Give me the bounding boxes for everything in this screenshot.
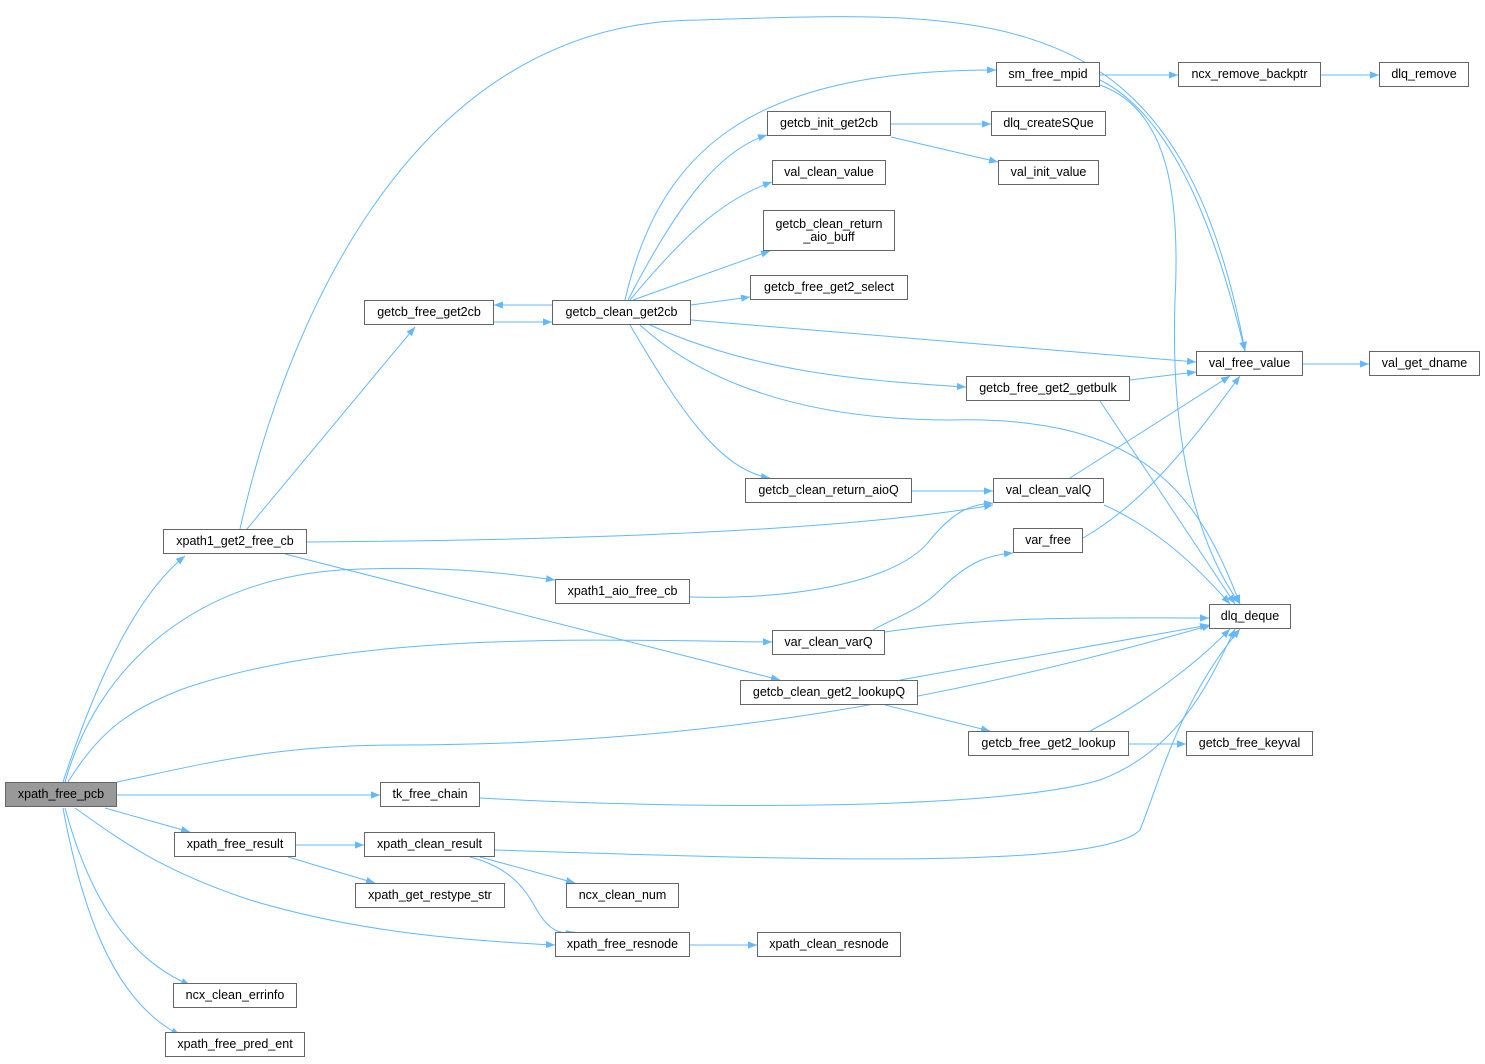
node-xpath-clean-resnode[interactable]: xpath_clean_resnode [757,932,901,957]
edge-getcb_clean_get2cb-to-sm_free_mpid [624,66,997,301]
edge-getcb_clean_get2_lookupQ-to-getcb_free_get2_lookup [884,704,991,733]
edge-val_clean_valQ-to-dlq_deque [1103,504,1231,605]
node-xpath-free-result[interactable]: xpath_free_result [174,832,296,857]
edge-xpath1_get2_free_cb-to-val_clean_valQ [306,503,994,543]
node-tk-free-chain[interactable]: tk_free_chain [380,782,480,807]
edge-xpath1_aio_free_cb-to-val_clean_valQ [689,500,994,598]
edge-tk_free_chain-to-dlq_deque [479,628,1236,806]
node-xpath1-aio-free-cb[interactable]: xpath1_aio_free_cb [555,579,690,604]
node-xpath1-get2-free-cb[interactable]: xpath1_get2_free_cb [163,529,307,554]
node-val-init-value[interactable]: val_init_value [998,160,1099,185]
node-getcb-free-get2cb[interactable]: getcb_free_get2cb [364,300,494,325]
edge-getcb_clean_get2cb-to-val_free_value [690,319,1197,365]
edge-xpath1_get2_free_cb-to-getcb_free_get2cb [246,326,416,530]
node-xpath-clean-result[interactable]: xpath_clean_result [364,832,495,857]
edge-getcb_clean_get2cb-to-getcb_free_get2_getbulk [649,324,967,391]
edge-xpath_free_pcb-to-xpath_free_result [104,807,191,834]
node-getcb-clean-get2cb[interactable]: getcb_clean_get2cb [552,300,691,325]
edge-val_clean_valQ-to-val_free_value [1069,375,1231,479]
node-dlq-createSQue[interactable]: dlq_createSQue [991,111,1106,136]
node-getcb-free-get2-lookup[interactable]: getcb_free_get2_lookup [968,731,1129,756]
edge-xpath_clean_result-to-dlq_deque [494,628,1241,860]
node-getcb-free-get2-getbulk[interactable]: getcb_free_get2_getbulk [966,376,1130,401]
edge-xpath_free_pcb-to-xpath1_get2_free_cb [62,555,186,783]
edge-xpath_free_pcb-to-ncx_clean_errinfo [64,807,191,986]
node-getcb-clean-return-aioQ[interactable]: getcb_clean_return_aioQ [745,478,912,503]
node-xpath-get-restype-str[interactable]: xpath_get_restype_str [355,883,505,908]
node-ncx-clean-num[interactable]: ncx_clean_num [566,883,679,908]
node-val-clean-value[interactable]: val_clean_value [772,160,886,185]
edge-xpath_free_pcb-to-var_clean_varQ [67,638,773,783]
node-getcb-clean-return-aio-buff[interactable]: getcb_clean_return _aio_buff [763,210,895,251]
edge-var_clean_varQ-to-var_free [872,550,1014,631]
edge-xpath_clean_result-to-ncx_clean_num [479,856,576,885]
node-getcb-clean-get2-lookupQ[interactable]: getcb_clean_get2_lookupQ [740,680,918,705]
edge-xpath_free_pcb-to-dlq_deque [116,624,1212,783]
edge-getcb_free_get2_getbulk-to-dlq_deque [1099,400,1236,605]
edge-xpath_free_pcb-to-xpath_free_pred_ent [62,807,181,1036]
edge-getcb_free_get2_lookup-to-dlq_deque [1089,628,1231,732]
edge-getcb_clean_get2_lookupQ-to-dlq_deque [899,623,1210,681]
edge-var_clean_varQ-to-dlq_deque [884,614,1210,633]
edge-sm_free_mpid-to-dlq_deque [1099,84,1241,605]
edge-getcb_clean_get2cb-to-dlq_deque [639,324,1241,605]
node-xpath-free-pred-ent[interactable]: xpath_free_pred_ent [165,1032,305,1057]
node-dlq-deque[interactable]: dlq_deque [1209,604,1291,629]
node-dlq-remove[interactable]: dlq_remove [1379,62,1469,87]
node-var-clean-varQ[interactable]: var_clean_varQ [772,630,885,655]
edge-getcb_init_get2cb-to-val_init_value [890,136,999,164]
edge-getcb_clean_get2cb-to-getcb_init_get2cb [627,134,768,301]
edge-xpath1_get2_free_cb-to-val_free_value [239,16,1247,530]
edge-xpath1_get2_free_cb-to-getcb_clean_get2_lookupQ [284,553,781,682]
node-getcb-free-get2-select[interactable]: getcb_free_get2_select [750,275,908,300]
edge-getcb_clean_get2cb-to-getcb_clean_return_aioQ [629,324,771,481]
edge-getcb_clean_get2cb-to-getcb_free_get2_select [690,294,751,306]
node-xpath-free-resnode[interactable]: xpath_free_resnode [555,932,690,957]
edge-sm_free_mpid-to-val_free_value [1099,79,1247,352]
edge-getcb_clean_get2cb-to-getcb_clean_return_aio_buff [632,250,771,301]
node-sm-free-mpid[interactable]: sm_free_mpid [996,62,1100,87]
node-getcb-init-get2cb[interactable]: getcb_init_get2cb [767,111,891,136]
node-val-get-dname[interactable]: val_get_dname [1369,351,1480,376]
node-val-free-value[interactable]: val_free_value [1196,351,1303,376]
edge-getcb_clean_get2cb-to-val_clean_value [629,181,773,301]
edge-getcb_free_get2_getbulk-to-val_free_value [1129,369,1197,381]
node-val-clean-valQ[interactable]: val_clean_valQ [993,478,1104,503]
node-ncx-remove-backptr[interactable]: ncx_remove_backptr [1178,62,1321,87]
node-ncx-clean-errinfo[interactable]: ncx_clean_errinfo [173,983,297,1008]
node-getcb-free-keyval[interactable]: getcb_free_keyval [1186,731,1313,756]
edge-xpath_free_pcb-to-xpath1_aio_free_cb [64,567,556,783]
node-xpath-free-pcb[interactable]: xpath_free_pcb [5,782,117,807]
edge-xpath_free_pcb-to-xpath_free_resnode [74,807,556,949]
edge-xpath_free_result-to-xpath_get_restype_str [287,856,376,884]
edge-var_free-to-val_free_value [1082,375,1241,539]
node-var-free[interactable]: var_free [1013,528,1083,553]
